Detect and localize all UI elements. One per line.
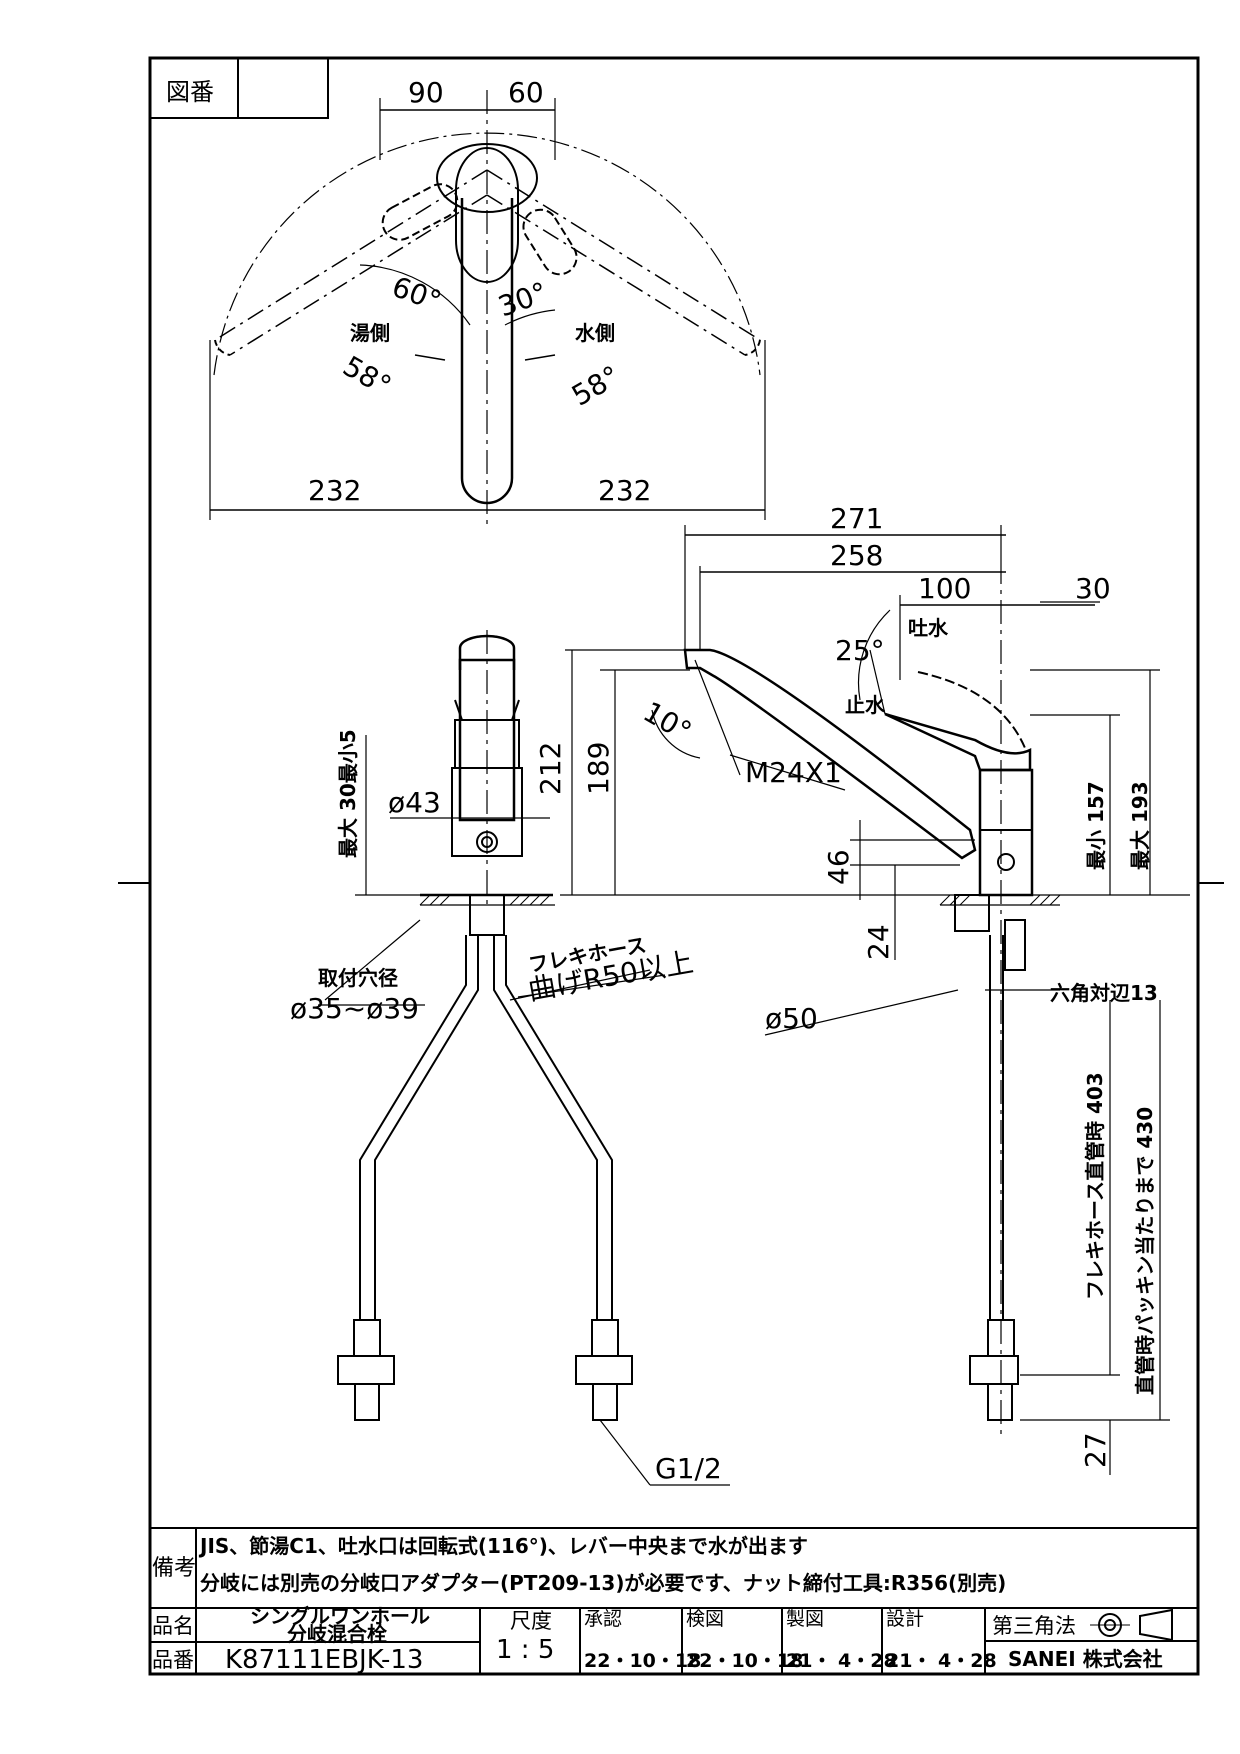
dim-258: 258 [830, 539, 883, 572]
dim-30: 30 [1075, 572, 1111, 605]
dim-232-right: 232 [598, 474, 651, 507]
notes-label: 備考 [152, 1556, 196, 1581]
design-label: 設計 [886, 1608, 924, 1630]
angle-25: 25° [835, 634, 885, 667]
front-view [318, 630, 1190, 1486]
projection-label: 第三角法 [992, 1614, 1076, 1638]
notes-line2: 分岐には別売の分岐口アダプター(PT209-13)が必要です、ナット締付工具:R… [200, 1571, 1006, 1595]
dim-189: 189 [582, 742, 615, 795]
dim-g12: G1/2 [655, 1452, 722, 1485]
dim-90: 90 [408, 76, 444, 109]
hinmei-line2: 分岐混合栓 [287, 1622, 387, 1646]
stop-label: 止水 [845, 693, 886, 717]
angle-10: 10° [638, 695, 697, 748]
dim-m24: M24X1 [745, 756, 842, 789]
company-name: SANEI 株式会社 [1008, 1647, 1163, 1671]
draft-date: 21・ 4・28 [786, 1650, 897, 1672]
dim-max193: 最大 193 [1128, 781, 1152, 870]
hole-value: ø35~ø39 [290, 992, 419, 1025]
hinban-value: K87111EBJK-13 [225, 1645, 423, 1675]
angle-30: 30° [494, 276, 552, 324]
scale-value: 1 : 5 [496, 1635, 554, 1665]
approve-label: 承認 [584, 1608, 622, 1630]
lever-stroke: 最大 30最小5 [336, 729, 360, 858]
dim-hose403: フレキホース直管時 403 [1083, 1072, 1107, 1300]
angle-58-cold: 58° [566, 359, 625, 412]
dim-60: 60 [508, 76, 544, 109]
hex-label: 六角対辺13 [1050, 981, 1158, 1005]
dim-27: 27 [1079, 1432, 1112, 1468]
hinmei-line1: シングルワンホール [250, 1604, 430, 1628]
dim-212: 212 [534, 742, 567, 795]
dim-271: 271 [830, 502, 883, 535]
angle-60: 60° [388, 270, 446, 318]
notes-line1: JIS、節湯C1、吐水口は回転式(116°)、レバー中央まで水が出ます [198, 1534, 808, 1558]
dim-46: 46 [822, 849, 855, 885]
design-date: 21・ 4・28 [886, 1650, 997, 1672]
check-label: 検図 [686, 1608, 724, 1630]
check-date: 22・10・18 [686, 1650, 803, 1672]
hinban-label: 品番 [152, 1648, 194, 1672]
cold-side-label: 水側 [575, 321, 615, 345]
spout-label: 吐水 [908, 616, 949, 640]
sheet-frame [148, 56, 1200, 1676]
side-view [651, 525, 1170, 1475]
dim-d50: ø50 [765, 1002, 818, 1035]
zuban-label: 図番 [166, 78, 214, 106]
approve-date: 22・10・18 [584, 1650, 701, 1672]
dim-d43: ø43 [388, 786, 441, 819]
hot-side-label: 湯側 [350, 321, 390, 345]
scale-label: 尺度 [510, 1609, 552, 1633]
dim-232-left: 232 [308, 474, 361, 507]
draft-label: 製図 [786, 1608, 824, 1630]
hole-title: 取付穴径 [318, 966, 398, 990]
angle-58-hot: 58° [337, 349, 396, 402]
top-view [209, 90, 766, 525]
dim-min157: 最小 157 [1084, 781, 1108, 870]
dim-24: 24 [862, 924, 895, 960]
hinmei-label: 品名 [152, 1614, 194, 1638]
dim-len430: 直管時パッキン当たりまで 430 [1133, 1107, 1157, 1395]
third-angle-projection-icon [1090, 1608, 1173, 1642]
dim-100: 100 [918, 572, 971, 605]
